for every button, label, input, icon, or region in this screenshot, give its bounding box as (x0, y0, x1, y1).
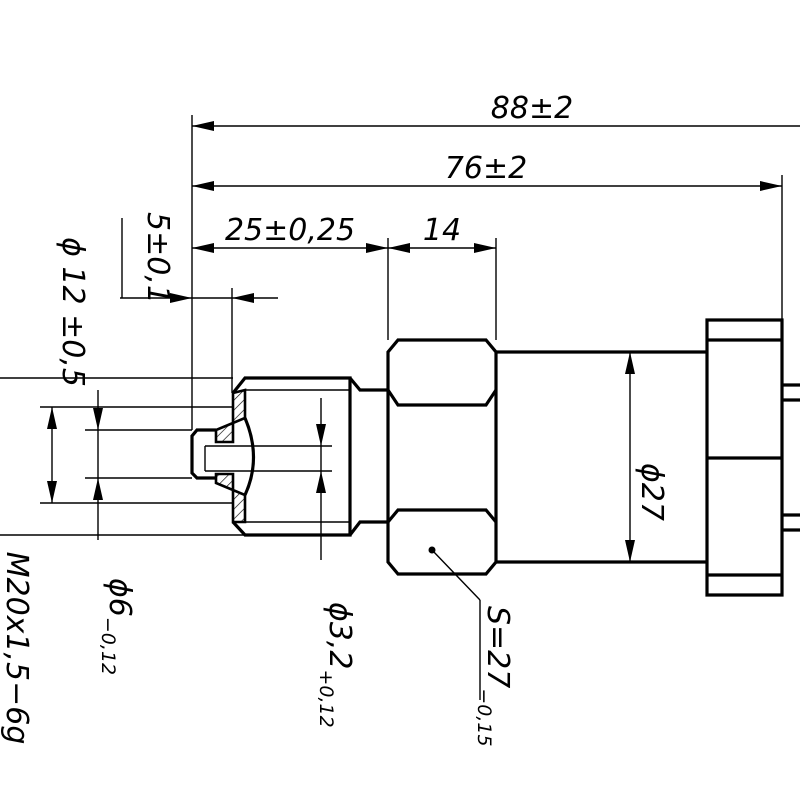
hex-nut (386, 338, 498, 576)
dim-body-diameter: ϕ27 (634, 463, 669, 521)
dim-bore-diameter: ϕ3,2+0,12 (315, 602, 357, 728)
dimension-lines (47, 121, 800, 700)
hex-face (386, 389, 498, 407)
extension-lines (0, 115, 783, 536)
dim-hex-size: S=27−0,15 (473, 606, 515, 747)
section-hatch (214, 388, 247, 444)
cylinder-body (496, 350, 707, 564)
dim-collar-diameter: ϕ 12 ±0,5 (55, 237, 90, 387)
dim-tip-diameter: ϕ6−0,12 (97, 578, 137, 675)
neck (348, 376, 388, 536)
dim-body-length: 76±2 (445, 151, 527, 186)
section-hatch (214, 472, 247, 524)
seal-cone (243, 417, 256, 496)
dim-hex-width: 14 (423, 213, 461, 248)
connector-flange (705, 318, 784, 597)
dim-tip-length: 5±0,1 (140, 212, 175, 304)
port-tip (190, 428, 216, 480)
dimension-texts: 88±2 76±2 25±0,25 14 5±0,1 ϕ 12 ±0,5 ϕ27… (0, 91, 669, 747)
dim-fitting-length: 25±0,25 (225, 213, 355, 248)
connector-plug (782, 383, 800, 532)
hex-face (386, 508, 498, 524)
thread-fitting (231, 376, 352, 537)
part-outline (190, 318, 800, 597)
dim-overall-length: 88±2 (491, 91, 573, 126)
dim-thread: M20x1,5−6g (0, 552, 34, 745)
